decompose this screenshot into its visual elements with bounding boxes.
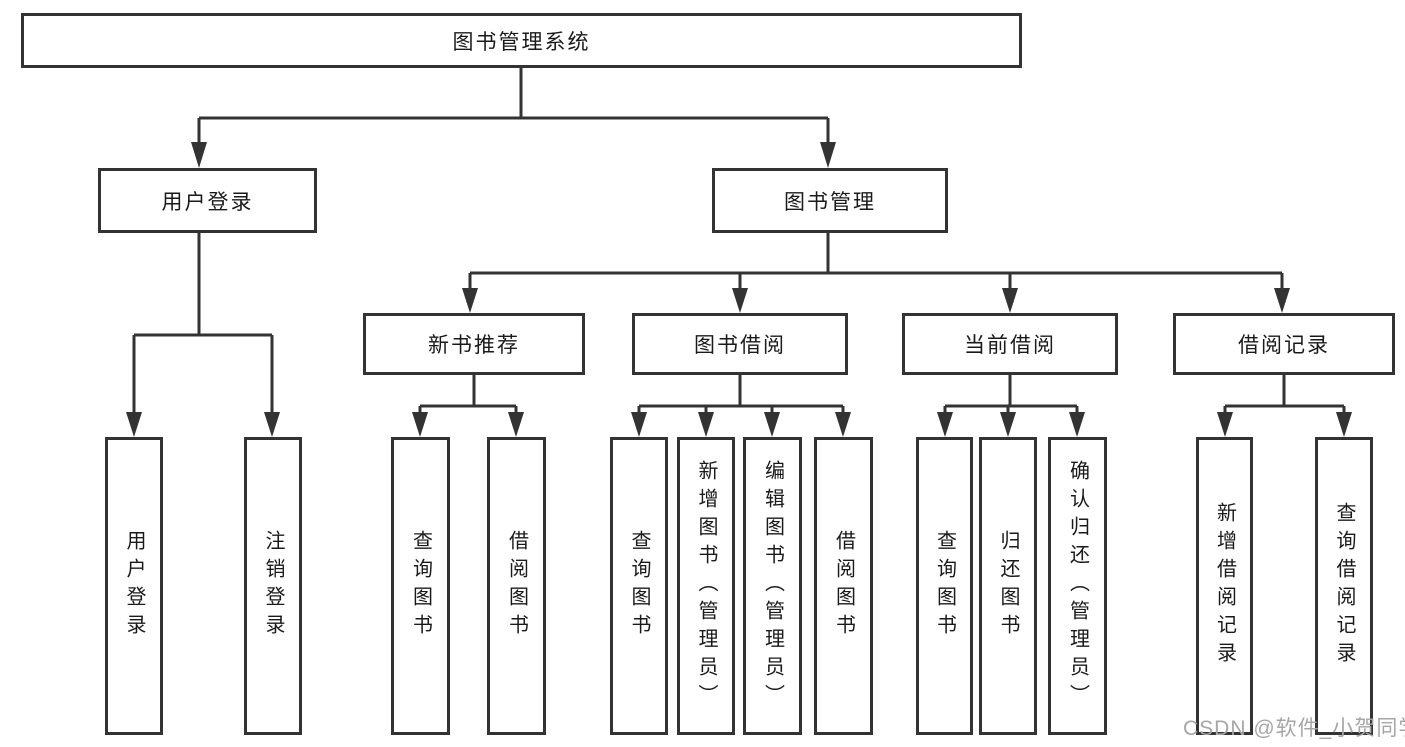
node-new-book-recommend: 新书推荐 bbox=[363, 313, 585, 375]
leaf-edit-book-admin: 编辑图书（管理员） bbox=[743, 437, 802, 735]
leaf-confirm-return-admin: 确认归还（管理员） bbox=[1048, 437, 1107, 735]
leaf-query-books-borrow: 查询图书 bbox=[610, 437, 668, 735]
node-label: 查询图书 bbox=[409, 530, 432, 642]
node-label: 借阅图书 bbox=[505, 530, 528, 642]
leaf-add-book-admin: 新增图书（管理员） bbox=[677, 437, 735, 735]
node-label: 确认归还（管理员） bbox=[1066, 460, 1089, 712]
node-label: 用户登录 bbox=[161, 190, 254, 214]
node-book-management: 图书管理 bbox=[712, 168, 948, 233]
node-label: 借阅图书 bbox=[832, 530, 855, 642]
leaf-query-borrow-record: 查询借阅记录 bbox=[1315, 437, 1373, 735]
node-label: 归还图书 bbox=[997, 530, 1019, 642]
node-label: 注销登录 bbox=[262, 530, 284, 642]
node-label: 编辑图书（管理员） bbox=[761, 460, 784, 712]
leaf-return-book: 归还图书 bbox=[979, 437, 1037, 735]
node-user-login-branch: 用户登录 bbox=[98, 168, 317, 233]
leaf-user-login: 用户登录 bbox=[105, 437, 163, 735]
node-label: 当前借阅 bbox=[964, 334, 1056, 357]
node-label: 图书管理系统 bbox=[452, 30, 591, 54]
node-label: 用户登录 bbox=[123, 530, 145, 642]
node-current-borrow: 当前借阅 bbox=[902, 313, 1118, 375]
node-label: 新书推荐 bbox=[428, 334, 520, 357]
node-book-borrow: 图书借阅 bbox=[632, 313, 848, 375]
node-label: 新增图书（管理员） bbox=[695, 460, 717, 712]
leaf-borrow-books-recommend: 借阅图书 bbox=[487, 437, 546, 735]
node-label: 查询借阅记录 bbox=[1333, 502, 1355, 670]
node-label: 图书借阅 bbox=[694, 334, 786, 357]
node-label: 借阅记录 bbox=[1238, 334, 1330, 357]
node-borrow-records: 借阅记录 bbox=[1173, 313, 1395, 375]
node-label: 查询图书 bbox=[628, 530, 650, 642]
node-root: 图书管理系统 bbox=[21, 13, 1022, 68]
leaf-query-books-recommend: 查询图书 bbox=[391, 437, 450, 735]
node-label: 新增借阅记录 bbox=[1213, 502, 1236, 670]
node-label: 图书管理 bbox=[784, 190, 876, 214]
leaf-logout: 注销登录 bbox=[244, 437, 302, 735]
leaf-borrow-books-2: 借阅图书 bbox=[814, 437, 873, 735]
leaf-add-borrow-record: 新增借阅记录 bbox=[1196, 437, 1253, 735]
node-label: 查询图书 bbox=[933, 530, 956, 642]
csdn-watermark: CSDN @软件_小贺同学 bbox=[1183, 717, 1405, 740]
leaf-query-books-current: 查询图书 bbox=[916, 437, 973, 735]
